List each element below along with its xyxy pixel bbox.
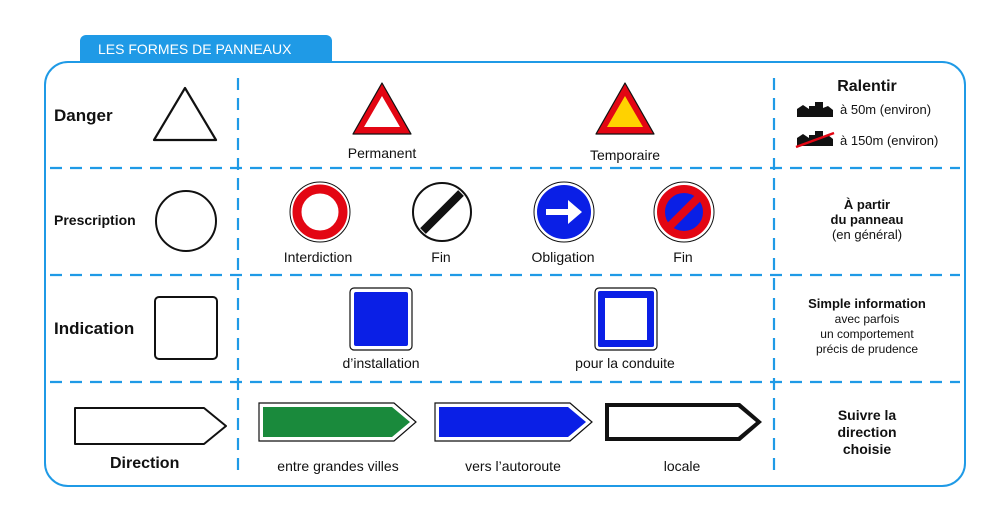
note-indication-line-1: Simple information bbox=[808, 296, 926, 311]
caption-autoroute: vers l’autoroute bbox=[465, 458, 561, 474]
caption-grandes-villes: entre grandes villes bbox=[277, 458, 399, 474]
row-label-direction: Direction bbox=[110, 455, 180, 472]
end-of-restriction-sign-icon bbox=[412, 182, 472, 242]
caption-fin-1: Fin bbox=[431, 249, 451, 265]
caption-interdiction: Interdiction bbox=[283, 249, 353, 265]
caption-temporaire: Temporaire bbox=[589, 147, 661, 163]
danger-shape-icon bbox=[152, 86, 218, 142]
local-direction-sign-icon bbox=[605, 403, 762, 441]
row-label-prescription: Prescription bbox=[54, 212, 136, 228]
indication-shape-icon bbox=[154, 296, 218, 360]
city-direction-sign-icon bbox=[258, 402, 417, 442]
note-direction-line-2: direction bbox=[837, 424, 897, 440]
caption-locale: locale bbox=[663, 458, 701, 474]
note-indication-line-2: avec parfois bbox=[834, 312, 900, 326]
row-label-indication: Indication bbox=[54, 319, 135, 338]
note-prescription: À partir du panneau (en général) bbox=[831, 197, 904, 242]
installation-sign-icon bbox=[349, 287, 413, 351]
note-danger-line-1: à 50m (environ) bbox=[840, 102, 932, 117]
town-icon bbox=[797, 102, 833, 117]
danger-permanent-sign-icon bbox=[352, 82, 412, 135]
caption-conduite: pour la conduite bbox=[575, 355, 675, 371]
note-indication-line-4: précis de prudence bbox=[815, 342, 919, 356]
danger-temporary-sign-icon bbox=[595, 82, 655, 135]
panel-frame bbox=[44, 61, 966, 487]
note-prescription-line-3: (en général) bbox=[831, 227, 903, 242]
end-of-obligation-sign-icon bbox=[653, 181, 715, 243]
driving-sign-icon bbox=[594, 287, 658, 351]
note-direction: Suivre la direction choisie bbox=[837, 407, 896, 458]
note-danger-line-2: à 150m (environ) bbox=[840, 133, 939, 148]
prescription-shape-icon bbox=[155, 190, 217, 252]
note-direction-line-3: choisie bbox=[842, 441, 892, 457]
note-indication-line-3: un comportement bbox=[820, 327, 914, 341]
highway-direction-sign-icon bbox=[434, 402, 593, 442]
caption-obligation: Obligation bbox=[531, 249, 595, 265]
note-direction-line-1: Suivre la bbox=[837, 407, 897, 423]
note-prescription-line-2: du panneau bbox=[830, 212, 904, 227]
section-tab: LES FORMES DE PANNEAUX bbox=[80, 35, 332, 63]
note-danger-title: Ralentir bbox=[837, 78, 897, 95]
row-label-danger: Danger bbox=[54, 106, 113, 125]
caption-installation: d’installation bbox=[342, 355, 420, 371]
note-prescription-line-1: À partir bbox=[843, 197, 891, 212]
caption-fin-2: Fin bbox=[673, 249, 693, 265]
note-indication: Simple information avec parfois un compo… bbox=[808, 296, 926, 357]
obligation-sign-icon bbox=[533, 181, 595, 243]
note-danger: Ralentir bbox=[837, 78, 897, 96]
countryside-icon bbox=[795, 131, 835, 149]
interdiction-sign-icon bbox=[289, 181, 351, 243]
caption-permanent: Permanent bbox=[347, 145, 417, 161]
direction-shape-icon bbox=[74, 407, 227, 445]
